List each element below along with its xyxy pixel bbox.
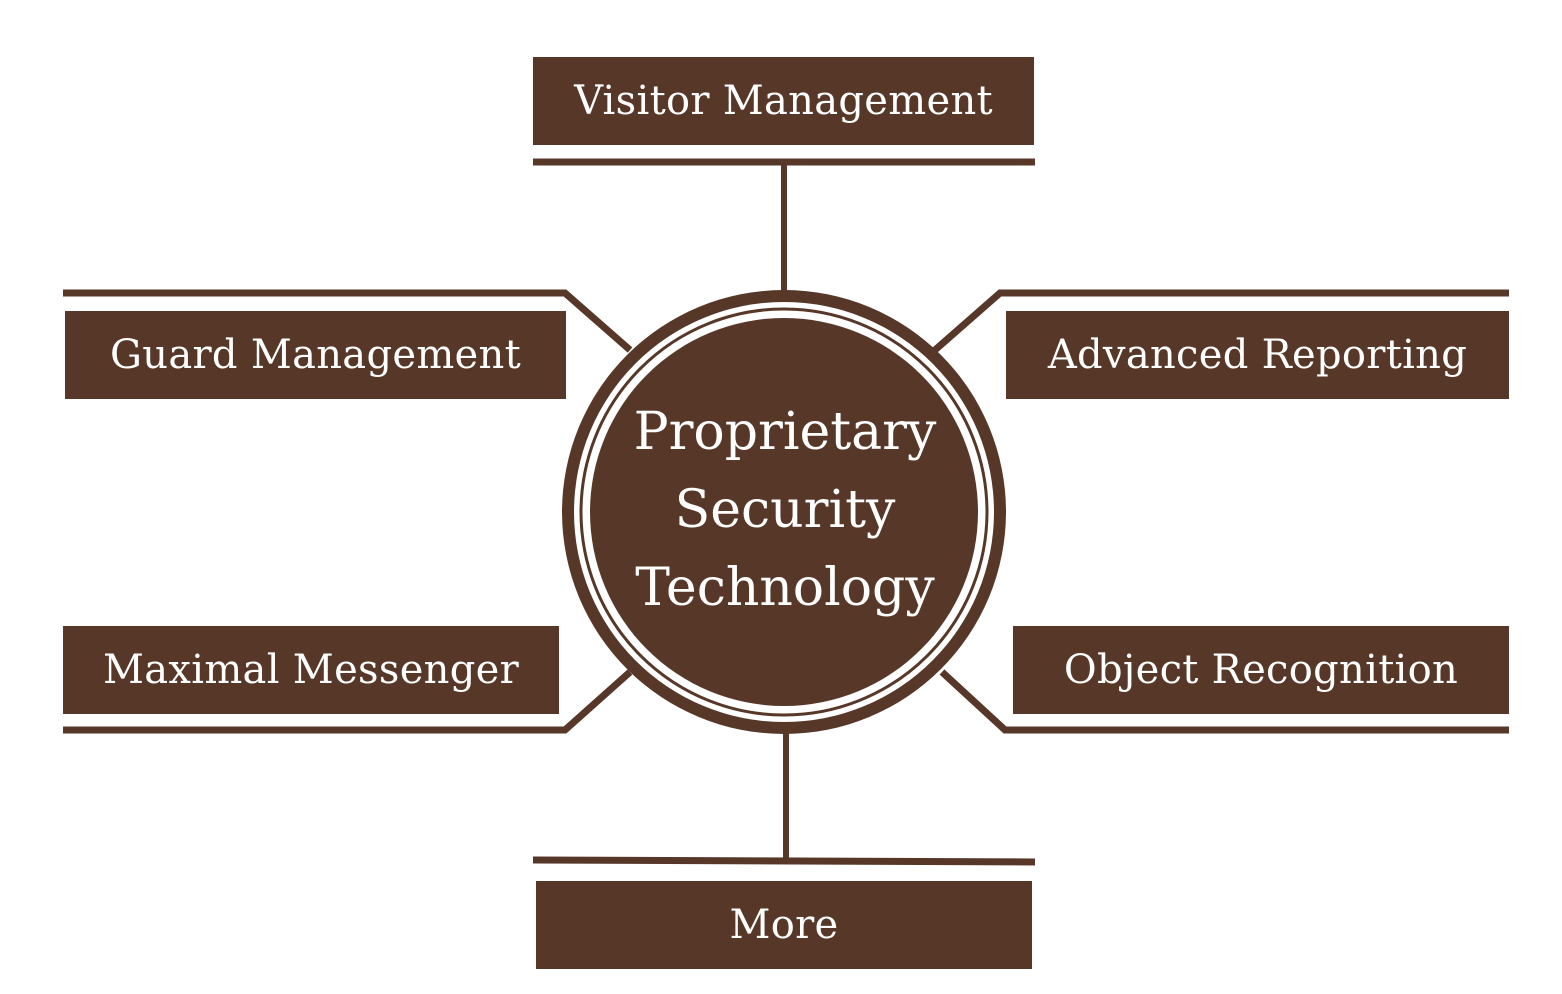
object-connector [939,669,1509,734]
node-object-recognition-label: Object Recognition [1063,647,1459,693]
hub-line-2: Security [674,480,896,540]
more-overline [532,856,1036,866]
node-object-recognition: Object Recognition [1013,626,1509,714]
node-guard-management: Guard Management [65,311,566,399]
hub-label: Proprietary Security Technology [585,380,985,640]
node-more-label: More [729,902,839,948]
hub-inner-disc [590,318,978,706]
hub-thin-ring [579,307,989,717]
guard-connector [63,289,633,353]
node-maximal-messenger-label: Maximal Messenger [102,647,520,693]
node-visitor-management-label: Visitor Management [574,78,993,124]
node-guard-management-label: Guard Management [110,332,521,378]
hub-line-3: Technology [635,558,935,618]
node-visitor-management: Visitor Management [533,57,1034,145]
node-advanced-reporting-label: Advanced Reporting [1047,332,1468,378]
maximal-connector [63,669,633,734]
advanced-connector [932,289,1509,353]
node-advanced-reporting: Advanced Reporting [1006,311,1509,399]
node-more: More [536,881,1032,969]
hub-line-1: Proprietary [633,402,937,462]
node-maximal-messenger: Maximal Messenger [63,626,559,714]
